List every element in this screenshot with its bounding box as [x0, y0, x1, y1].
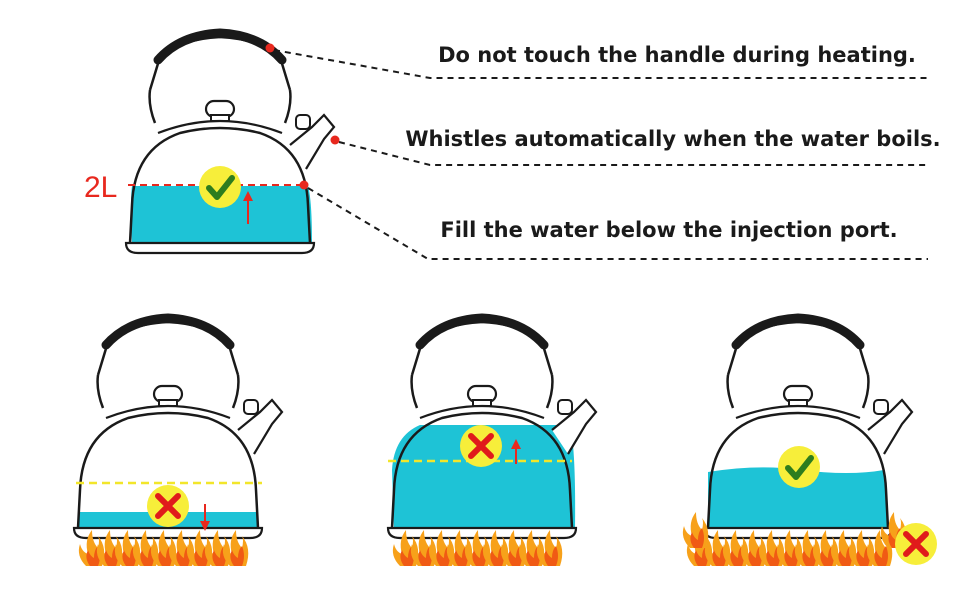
- example-too-low: [72, 313, 284, 566]
- main-kettle-water: [131, 186, 312, 244]
- too-low-down-arrow-icon: [200, 504, 210, 531]
- correct-check-icon: [199, 166, 241, 208]
- example-flame-too-wide: [682, 313, 937, 566]
- level-label: 2L: [84, 171, 117, 204]
- level-up-arrow-icon: [243, 191, 253, 224]
- fill-callout-text: Fill the water below the injection port.: [440, 218, 897, 242]
- proper-level-check-icon: [778, 446, 820, 488]
- handle-callout-text: Do not touch the handle during heating.: [438, 43, 916, 67]
- main-kettle: 2L Do not touch the handle during heatin…: [84, 28, 941, 260]
- whistle-leader-line: [338, 141, 928, 166]
- whistle-callout-text: Whistles automatically when the water bo…: [405, 127, 940, 151]
- too-low-cross-icon: [147, 485, 189, 527]
- handle-leader-line: [273, 49, 928, 79]
- fill-marker: [299, 180, 309, 190]
- too-high-cross-icon: [460, 425, 502, 467]
- handle-marker: [265, 43, 275, 53]
- too-high-up-arrow-icon: [511, 439, 521, 464]
- example-too-high: [386, 313, 598, 566]
- whistle-marker: [330, 135, 340, 145]
- example-flame-too-wide-water: [708, 467, 888, 530]
- example-too-high-water: [392, 425, 576, 530]
- flame-too-wide-cross-icon: [895, 523, 937, 565]
- fill-leader-line: [307, 187, 928, 260]
